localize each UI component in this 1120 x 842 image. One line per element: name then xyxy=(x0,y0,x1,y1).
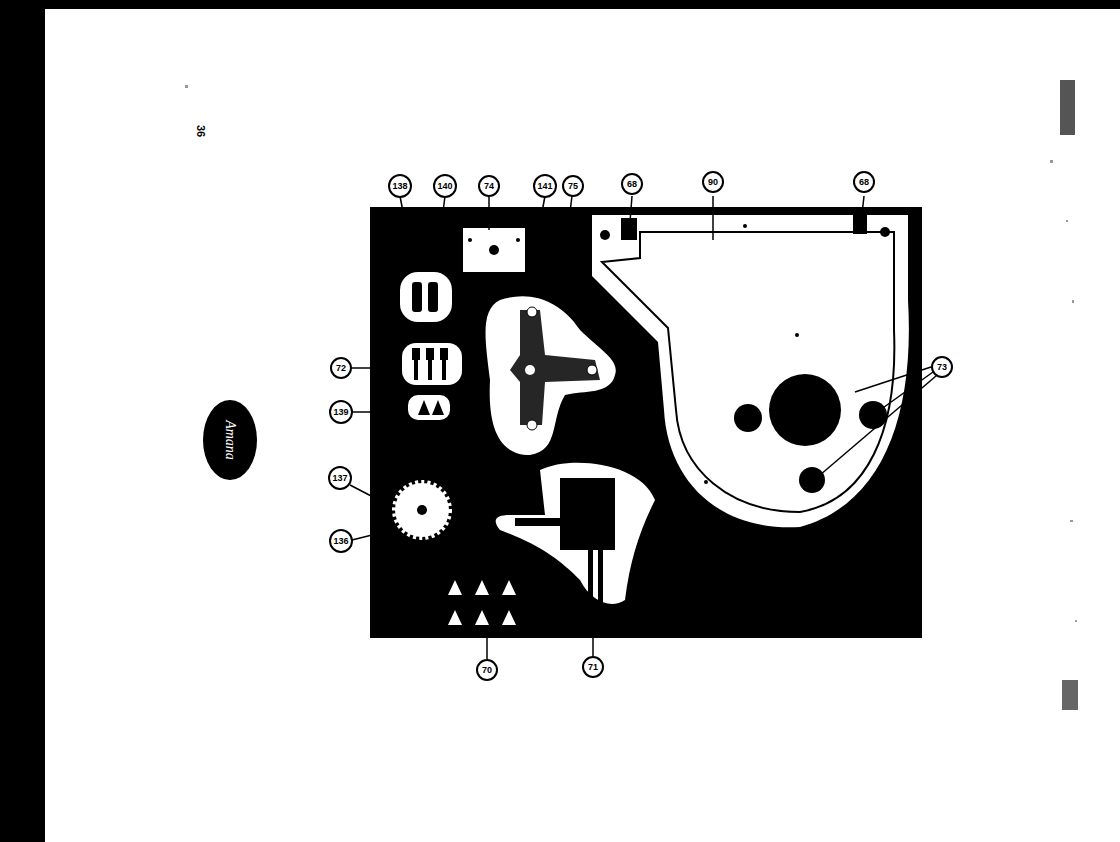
callout-text: 68 xyxy=(627,180,637,189)
callout-text: 70 xyxy=(482,666,492,675)
callout-text: 137 xyxy=(332,474,347,483)
callout-text: 141 xyxy=(537,182,552,191)
page-number: 36 xyxy=(195,125,207,137)
callout-text: 140 xyxy=(437,182,452,191)
logo-text: Amana xyxy=(222,420,238,460)
callout-text: 75 xyxy=(568,182,578,191)
callout-number: 140 xyxy=(433,174,457,198)
callout-number: 71 xyxy=(582,656,604,678)
callout-number: 68 xyxy=(621,173,643,195)
brand-logo: Amana xyxy=(203,400,257,480)
callout-number: 75 xyxy=(562,175,584,197)
callout-text: 74 xyxy=(484,182,494,191)
callout-number: 136 xyxy=(329,529,353,553)
callout-text: 68 xyxy=(859,178,869,187)
callout-number: 68 xyxy=(853,171,875,193)
callout-text: 139 xyxy=(333,408,348,417)
callout-number: 72 xyxy=(330,357,352,379)
callout-number: 139 xyxy=(329,400,353,424)
callout-text: 73 xyxy=(937,363,947,372)
callout-text: 90 xyxy=(708,178,718,187)
callout-number: 70 xyxy=(476,659,498,681)
callout-number: 74 xyxy=(478,175,500,197)
callout-number: 141 xyxy=(533,174,557,198)
callout-number: 90 xyxy=(702,171,724,193)
callout-number: 138 xyxy=(388,174,412,198)
callout-text: 136 xyxy=(333,537,348,546)
callout-number: 73 xyxy=(931,356,953,378)
callout-number: 137 xyxy=(328,466,352,490)
callout-text: 71 xyxy=(588,663,598,672)
callout-text: 138 xyxy=(392,182,407,191)
callout-text: 72 xyxy=(336,364,346,373)
